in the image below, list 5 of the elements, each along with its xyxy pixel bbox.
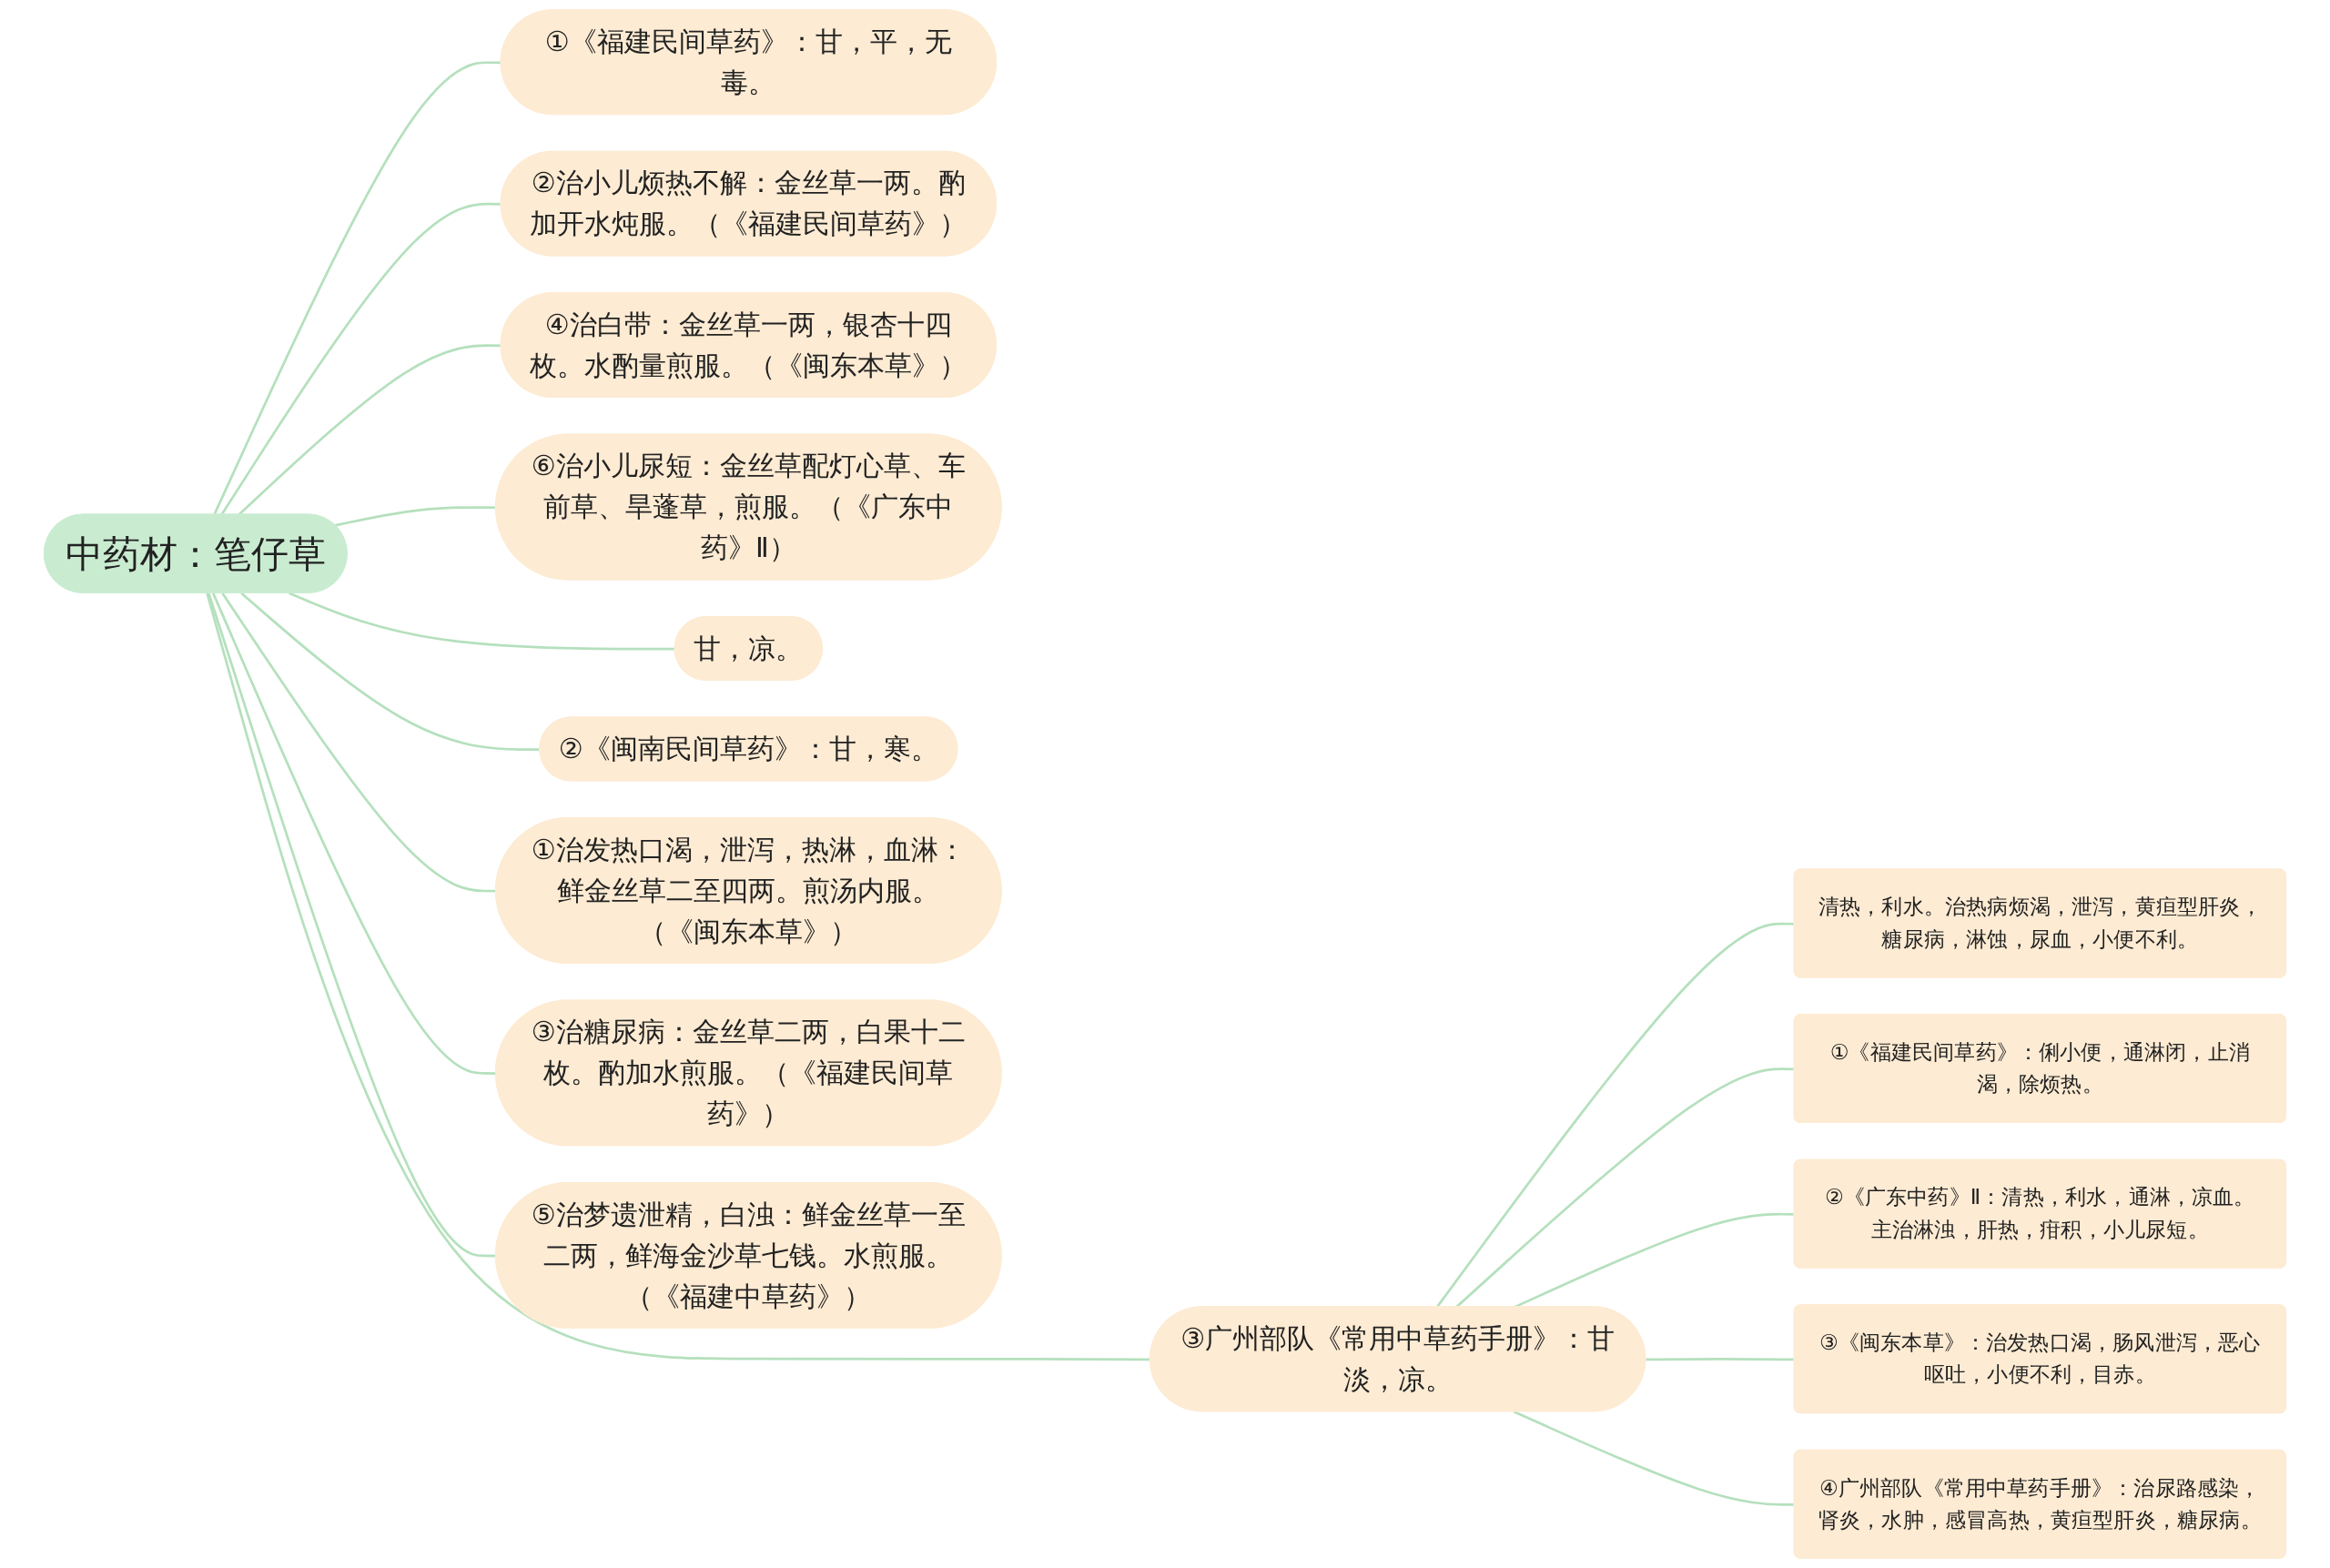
connector <box>238 344 501 516</box>
connector <box>1646 1358 1795 1361</box>
connector <box>213 61 501 516</box>
connector <box>1513 1410 1795 1506</box>
connector <box>220 202 501 516</box>
